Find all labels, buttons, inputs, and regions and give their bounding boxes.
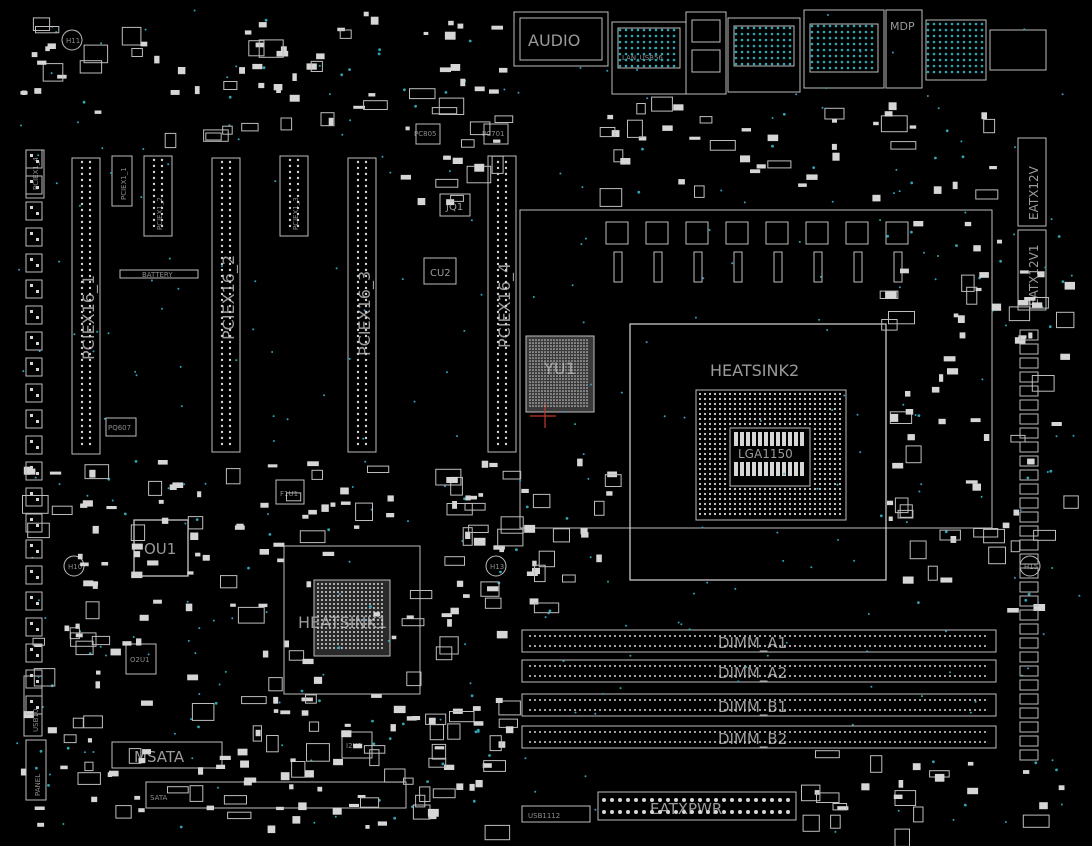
cpu-region: HEATSINK2 LGA1150 YU1 [519, 209, 993, 581]
h15-mount-label: H15 [1024, 563, 1038, 571]
h11-mount-label: H11 [66, 37, 80, 45]
heatsink1-label: HEATSINK1 [298, 613, 387, 632]
f1u1-label: F1U1 [280, 490, 298, 498]
pciex1-3-label: PCIEX1_3 [292, 197, 300, 230]
pc701-label: PC701 [482, 130, 504, 138]
dimm-a1-label: DIMM_A1 [718, 634, 787, 653]
dimm-slots: DIMM_A1 DIMM_A2 DIMM_B1 DIMM_B2 [521, 629, 997, 749]
dimm-a2-label: DIMM_A2 [718, 664, 787, 683]
pciex1-1-label: PCIEX1_1 [120, 167, 128, 200]
jq1-label: JQ1 [445, 202, 463, 213]
cu2-label: CU2 [430, 268, 451, 279]
heatsink2-label: HEATSINK2 [710, 361, 799, 380]
pciex16-3-label: PCIEX16_3 [355, 271, 375, 356]
lga1150-label: LGA1150 [738, 447, 793, 461]
io-panel: AUDIO LAN_USB56 MDP [513, 9, 1047, 95]
pciex1-2-label: PCIEX1_2 [156, 197, 164, 230]
h10-mount-label: H10 [68, 563, 82, 571]
pciex1-4-label: PCIEX1_4 [32, 157, 40, 190]
small-components [20, 11, 1079, 846]
eatxpwr-label: EATXPWR [650, 800, 722, 818]
pcie-slots: PCIEX16_1 PCIEX1_1 PCIEX1_2 PCIEX16_2 PC… [25, 149, 517, 455]
eatx12v1-label: EATX12V1 [1027, 244, 1041, 306]
dimm-b2-label: DIMM_B2 [718, 730, 787, 749]
dimm-b1-label: DIMM_B1 [718, 698, 787, 717]
power-connectors: EATXPWR EATX12V EATX12V1 [597, 137, 1047, 821]
pc805-label: PC805 [414, 130, 436, 138]
yu1-label: YU1 [543, 359, 576, 378]
pq607-label: PQ607 [108, 424, 131, 432]
misc-components: MSATA USB10 PANEL USB1112 CU2 JQ1 F1U1 O… [23, 29, 1041, 823]
ou1-label: OU1 [144, 540, 176, 558]
eatx12v-label: EATX12V [1027, 165, 1041, 220]
usb1112-label: USB1112 [528, 812, 560, 820]
o2u1-label: O2U1 [130, 656, 150, 664]
sata-label: SATA [150, 794, 168, 802]
vias [16, 9, 1081, 833]
msata-label: MSATA [134, 748, 185, 766]
audio-connector-label: AUDIO [528, 31, 580, 50]
component-pads [80, 158, 986, 814]
pciex16-2-label: PCIEX16_2 [219, 255, 239, 340]
usb10-label: USB10 [32, 709, 40, 732]
lan-connector-label: LAN_USB56 [622, 54, 663, 62]
panel-label: PANEL [34, 774, 42, 796]
mdp-connector-label: MDP [890, 20, 915, 33]
h13-mount-label: H13 [490, 563, 504, 571]
battery-label: BATTERY [142, 271, 173, 279]
